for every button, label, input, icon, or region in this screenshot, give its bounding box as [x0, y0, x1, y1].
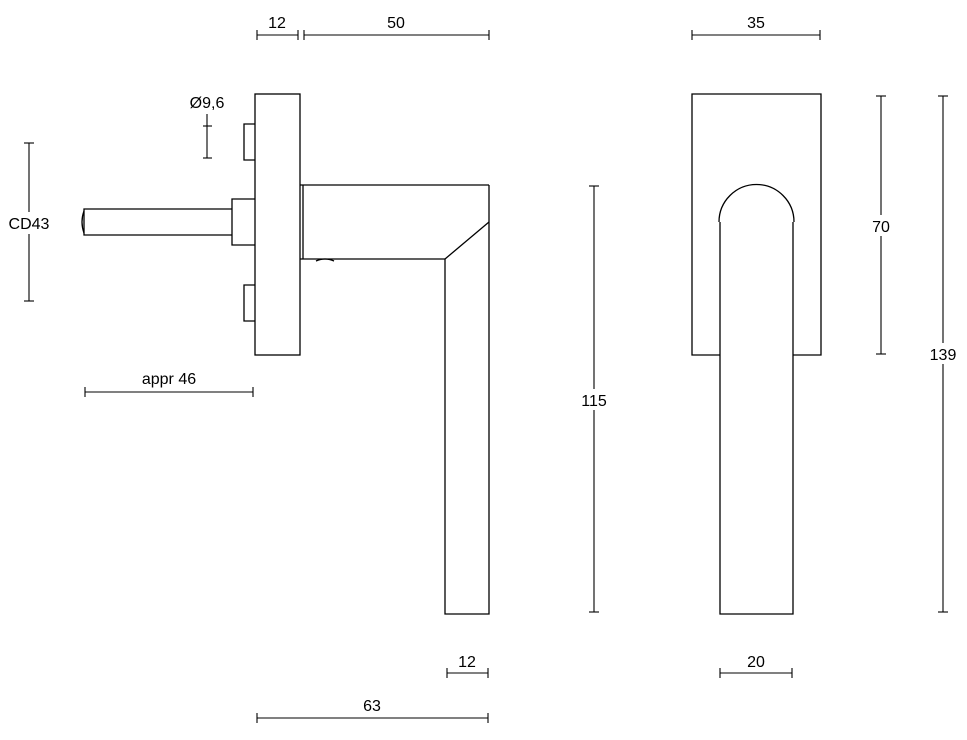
dim-label: 20: [747, 654, 765, 671]
side-view: [81, 93, 490, 615]
dim-rose-height: 70: [872, 95, 890, 355]
spindle-end: [81, 210, 85, 234]
dim-lever-thickness: 12: [446, 654, 489, 678]
spindle: [83, 208, 232, 236]
lever-arc-top: [718, 183, 795, 223]
lever-grip-side: [444, 222, 490, 615]
dim-lever-width: 20: [719, 654, 793, 678]
dim-spindle-diameter: Ø9,6: [190, 95, 225, 159]
dim-label: 12: [268, 15, 286, 32]
lever-bevel: [444, 221, 490, 260]
lever-grip-front: [719, 222, 794, 615]
rose-plate-side: [254, 93, 301, 356]
dim-label: 12: [458, 654, 476, 671]
rose-plate-front: [691, 93, 822, 356]
dim-label: appr 46: [142, 371, 196, 388]
dim-label: 35: [747, 15, 765, 32]
screw-boss-lower: [243, 284, 255, 322]
dim-label: 139: [930, 347, 957, 364]
spindle-collar: [231, 198, 255, 246]
dim-label: 50: [387, 15, 405, 32]
dim-center-distance: CD43: [9, 142, 50, 302]
dim-lever-projection: 50: [303, 15, 490, 40]
dim-rose-width: 35: [691, 15, 821, 40]
dim-spindle-length: appr 46: [84, 371, 254, 397]
dim-overall-height: 139: [930, 95, 957, 613]
dim-lever-length: 115: [581, 185, 607, 613]
dim-label: 115: [581, 393, 607, 410]
dim-label: 63: [363, 698, 381, 715]
front-view: [691, 93, 822, 615]
dim-label: 70: [872, 219, 890, 236]
dim-overall-projection: 63: [256, 698, 489, 723]
dim-rose-thickness: 12: [256, 15, 299, 40]
screw-boss-upper: [243, 123, 255, 161]
dim-label: CD43: [9, 216, 50, 233]
dim-label: Ø9,6: [190, 95, 225, 112]
